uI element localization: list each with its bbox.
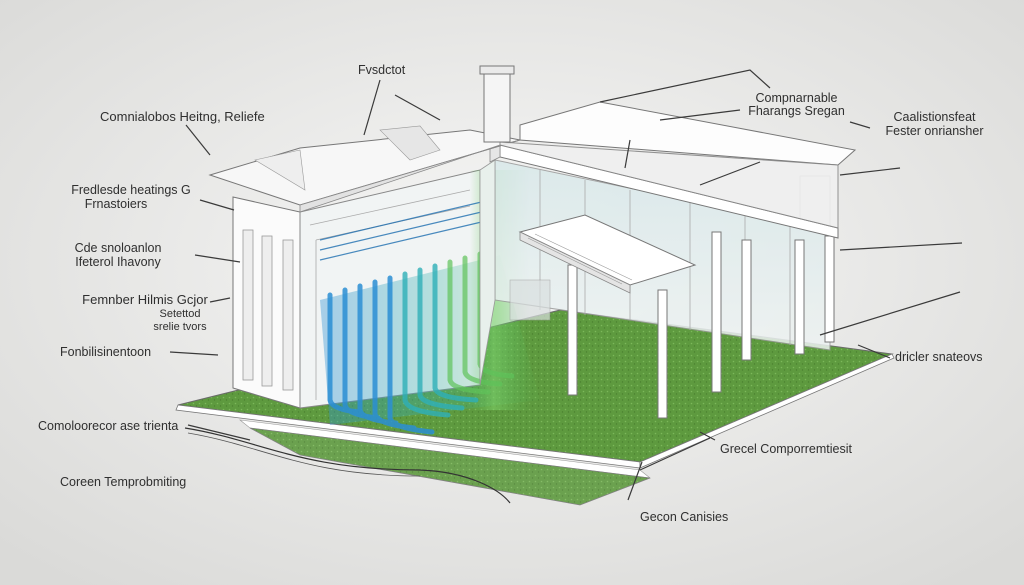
label-top-center: Fvsdctot xyxy=(358,63,406,77)
label-left-3b: Setettod xyxy=(159,308,201,320)
roof xyxy=(208,65,857,229)
label-right-1: Caalistionsfeat xyxy=(893,110,976,124)
leader-lines xyxy=(169,69,963,501)
label-left-2a: Cde snoloanlon xyxy=(74,241,162,255)
label-left-3c: srelie tvors xyxy=(153,321,207,333)
label-left-5: Comoloorecor ase trienta xyxy=(38,419,179,433)
label-top-left: Comnialobos Heitng, Reliefe xyxy=(100,109,265,124)
label-right-3: dricler snateovs xyxy=(895,350,983,364)
label-left-3a: Femnber Hilmis Gcjor xyxy=(82,292,208,307)
label-bottom-center: Gecon Canisies xyxy=(640,510,729,524)
label-left-1b: Frnastoiers xyxy=(84,197,148,211)
label-left-4: Fonbilisinentoon xyxy=(60,345,152,359)
label-top-right-2: Fharangs Sregan xyxy=(748,104,845,118)
label-bottom-left: Coreen Temprobmiting xyxy=(60,475,187,489)
label-bottom-right-1: Grecel Comporremtiesit xyxy=(720,442,852,456)
label-top-right-1: Compnarnable xyxy=(755,91,838,105)
label-left-1a: Fredlesde heatings G xyxy=(71,183,191,197)
label-left-2b: Ifeterol Ihavony xyxy=(75,255,161,269)
label-right-2: Fester onriansher xyxy=(885,124,984,138)
